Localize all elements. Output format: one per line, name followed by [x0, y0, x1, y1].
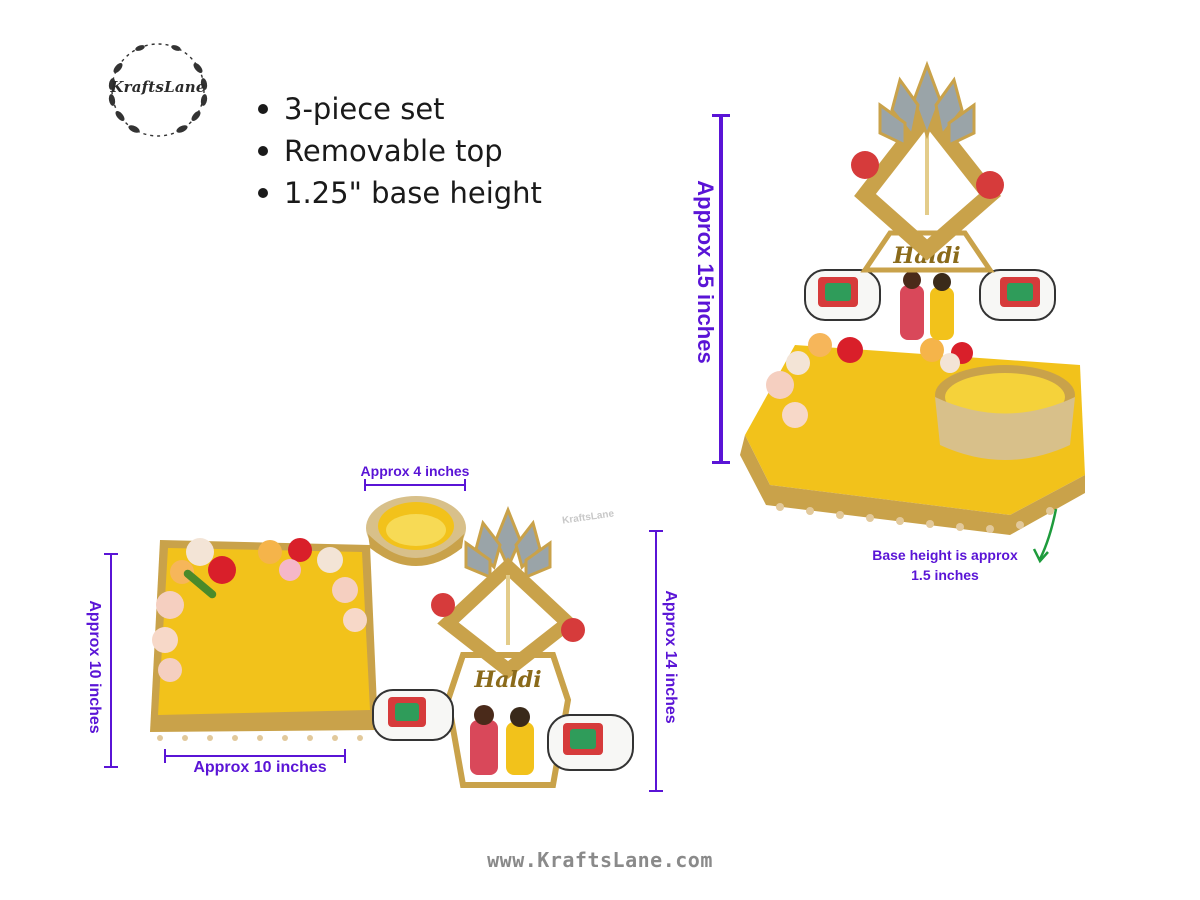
brand-logo: KraftsLane: [100, 38, 216, 142]
laurel-wreath-icon: [108, 43, 208, 137]
website-url: www.KraftsLane.com: [487, 848, 713, 872]
base-width-label: Approx 10 inches: [86, 600, 103, 734]
top-height-label: Approx 15 inches: [693, 180, 718, 364]
tray-height-dimension-line: [110, 553, 112, 768]
bowl-width-label: Approx 4 inches: [360, 463, 470, 479]
haldi-text: Haldi: [473, 667, 541, 693]
feature-item: Removable top: [258, 130, 542, 172]
frame-height-dimension-line: [655, 530, 657, 792]
base-height-line2: 1.5 inches: [911, 567, 979, 583]
base-length-label: Approx 10 inches: [193, 759, 327, 776]
dimension-tick: [649, 530, 663, 532]
dimension-tick: [344, 749, 346, 763]
base-height-line1: Base height is approx: [872, 547, 1018, 563]
tray-length-dimension-line: [164, 755, 346, 757]
top-frame-photo: Haldi: [372, 505, 634, 788]
bowl-photo: [366, 496, 466, 566]
brand-name: KraftsLane: [110, 78, 206, 96]
feature-list: 3-piece set Removable top 1.25" base hei…: [258, 88, 542, 214]
dimension-tick: [712, 461, 730, 464]
dimension-tick: [164, 749, 166, 763]
base-tray-photo: [150, 538, 378, 741]
bowl-dimension-line: [364, 484, 466, 486]
dimension-tick: [364, 479, 366, 491]
dimension-tick: [464, 479, 466, 491]
base-height-label: Base height is approx 1.5 inches: [840, 545, 1050, 585]
dimension-tick: [712, 114, 730, 117]
feature-item: 1.25" base height: [258, 172, 542, 214]
dimension-tick: [104, 766, 118, 768]
assembled-tray-photo: Haldi: [740, 60, 1085, 535]
arrow-down-icon: [1032, 508, 1058, 564]
dimension-tick: [104, 553, 118, 555]
feature-item: 3-piece set: [258, 88, 542, 130]
dimension-tick: [649, 790, 663, 792]
frame-height-label: Approx 14 inches: [662, 590, 679, 724]
height-dimension-line: [719, 114, 723, 464]
